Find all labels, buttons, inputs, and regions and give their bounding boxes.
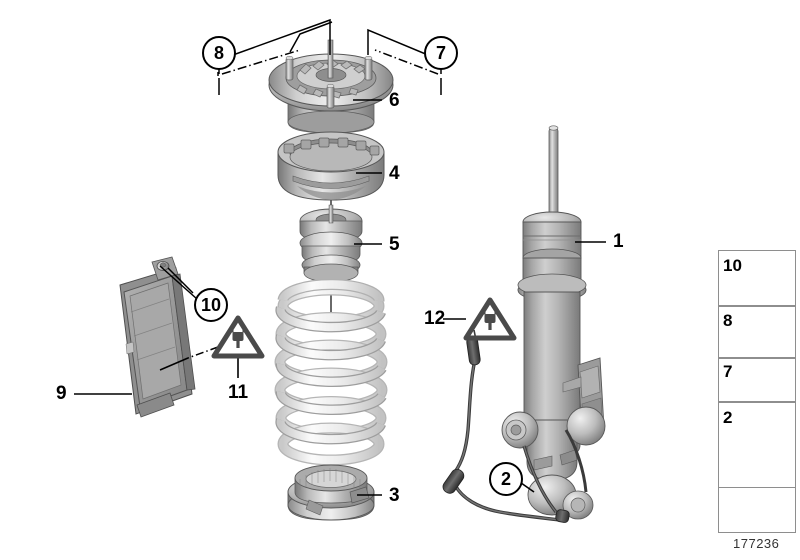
legend-label-10: 10 [723,256,742,275]
connector-warning-symbol-11 [211,315,265,359]
callout-5[interactable]: 5 [389,234,400,255]
legend-box-8 [718,306,796,358]
callout-7[interactable]: 7 [424,36,458,70]
callout-12[interactable]: 12 [424,308,446,329]
callout-3[interactable]: 3 [389,485,400,506]
cable-connector [442,336,570,523]
callout-1[interactable]: 1 [613,231,624,252]
legend-box-10 [718,250,796,306]
part-control-module [119,256,196,418]
sensor-cable [442,329,588,523]
leader-lines [74,99,606,496]
callout-9[interactable]: 9 [56,383,67,404]
callout-11[interactable]: 11 [228,382,249,403]
callout-2[interactable]: 2 [489,462,523,496]
legend-label-8: 8 [723,311,733,330]
part-strut-mount [268,39,394,134]
part-coil-spring [274,278,388,466]
diagram-id-number: 177236 [733,536,780,551]
part-bump-stop [299,204,363,283]
connector-warning-symbol-12 [463,297,517,341]
callout-4[interactable]: 4 [389,163,400,184]
callout-10[interactable]: 10 [194,288,228,322]
legend-box-7 [718,358,796,402]
legend-box-direction [718,487,796,533]
callout-8[interactable]: 8 [202,36,236,70]
part-shock-absorber [501,125,606,520]
strut-mount-studs [285,55,373,109]
part-spring-seat-upper [277,131,385,201]
legend-box-2 [718,402,796,500]
legend-label-2: 2 [723,408,733,427]
part-spring-pad-lower [287,464,375,521]
legend-label-7: 7 [723,362,733,381]
callout-6[interactable]: 6 [389,90,400,111]
leader-lines-dashdot [159,18,442,371]
